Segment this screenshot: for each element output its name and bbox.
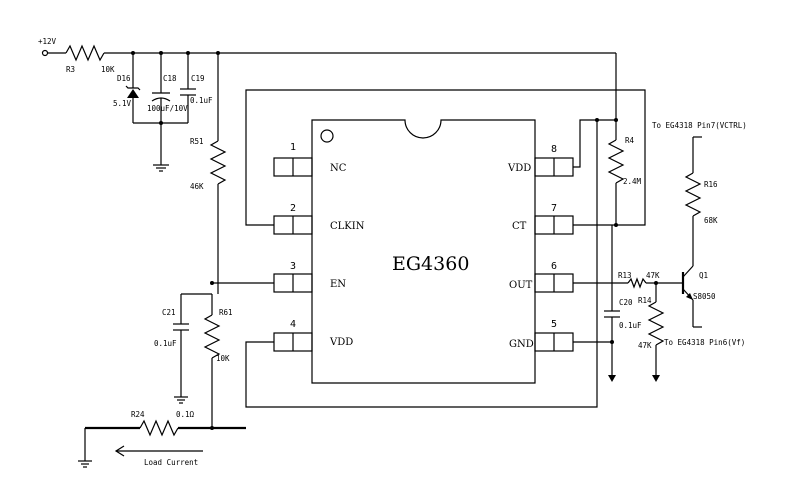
pin-3-name: EN [330,279,346,290]
resistor-r16 [684,172,702,217]
c19-ref: C19 [191,74,205,83]
ic-eg4360: EG4360 1 2 3 4 5 6 7 8 NC CLKIN EN VDD G… [273,119,574,384]
resistor-r14 [647,301,665,346]
d16-ref: D16 [117,74,131,83]
current-sense: R24 0.1Ω Load Current [78,410,246,468]
c19-value: 0.1uF [190,96,213,105]
pin-6-name: OUT [509,280,533,291]
supply-section: +12V R3 10K D16 5.1V C18 100uF/10V C19 0 [38,37,617,172]
resistor-r13 [627,277,647,289]
pin-5-name: GND [509,339,534,350]
c21-ref: C21 [162,308,176,317]
ground-symbol [174,396,188,404]
to-vf-label: To EG4318 Pin6(Vf) [664,338,745,347]
q1-ref: Q1 [699,271,708,280]
to-vctrl-label: To EG4318 Pin7(VCTRL) [652,121,747,130]
r3-ref: R3 [66,65,75,74]
enable-divider: R51 46K C21 0.1uF R61 10K [154,53,274,430]
c18-value: 100uF/10V [147,104,188,113]
pin-1-number: 1 [290,142,296,153]
pin-8-number: 8 [551,144,557,155]
c18-ref: C18 [163,74,177,83]
ground-symbol [153,164,169,172]
resistor-r24 [139,419,179,437]
transistor-q1 [681,265,694,301]
pin-7-name: CT [512,221,527,232]
ic-wiring: R4 2.4M R13 47K R14 47K C20 0.1uF [245,89,683,408]
pin-2-name: CLKIN [330,221,365,232]
r13-value: 47K [646,271,660,280]
pin-1-name: NC [330,163,347,174]
pin-6-number: 6 [551,261,557,272]
r4-ref: R4 [625,136,635,145]
pin-8-name: VDD [507,163,531,174]
load-current-label: Load Current [144,458,198,467]
q1-value: S8050 [693,292,716,301]
r51-ref: R51 [190,137,204,146]
feedback-section: To EG4318 Pin7(VCTRL) R16 68K Q1 S8050 T… [652,121,747,347]
supply-terminal [41,49,49,57]
r14-ref: R14 [638,296,652,305]
c21-value: 0.1uF [154,339,177,348]
r61-ref: R61 [219,308,233,317]
r16-value: 68K [704,216,718,225]
pin-4-name: VDD [329,337,353,348]
resistor-r51 [209,140,227,185]
resistor-r61 [203,314,221,359]
pin-4-number: 4 [290,319,296,330]
ic-part-label: EG4360 [392,253,469,275]
r14-value: 47K [638,341,652,350]
pin-3-number: 3 [290,261,296,272]
r24-value: 0.1Ω [176,410,195,419]
zener-d16 [127,89,139,98]
r3-value: 10K [101,65,115,74]
d16-value: 5.1V [113,99,132,108]
r24-ref: R24 [131,410,145,419]
ground-symbol [78,460,92,468]
pin-2-number: 2 [290,203,296,214]
r13-ref: R13 [618,271,632,280]
resistor-r3 [65,44,105,62]
supply-label: +12V [38,37,57,46]
pin-5-number: 5 [551,319,557,330]
r61-value: 10K [216,354,230,363]
c20-ref: C20 [619,298,633,307]
r16-ref: R16 [704,180,718,189]
pin-7-number: 7 [551,203,557,214]
resistor-r4 [607,139,625,184]
r4-value: 2.4M [623,177,642,186]
r51-value: 46K [190,182,204,191]
c20-value: 0.1uF [619,321,642,330]
